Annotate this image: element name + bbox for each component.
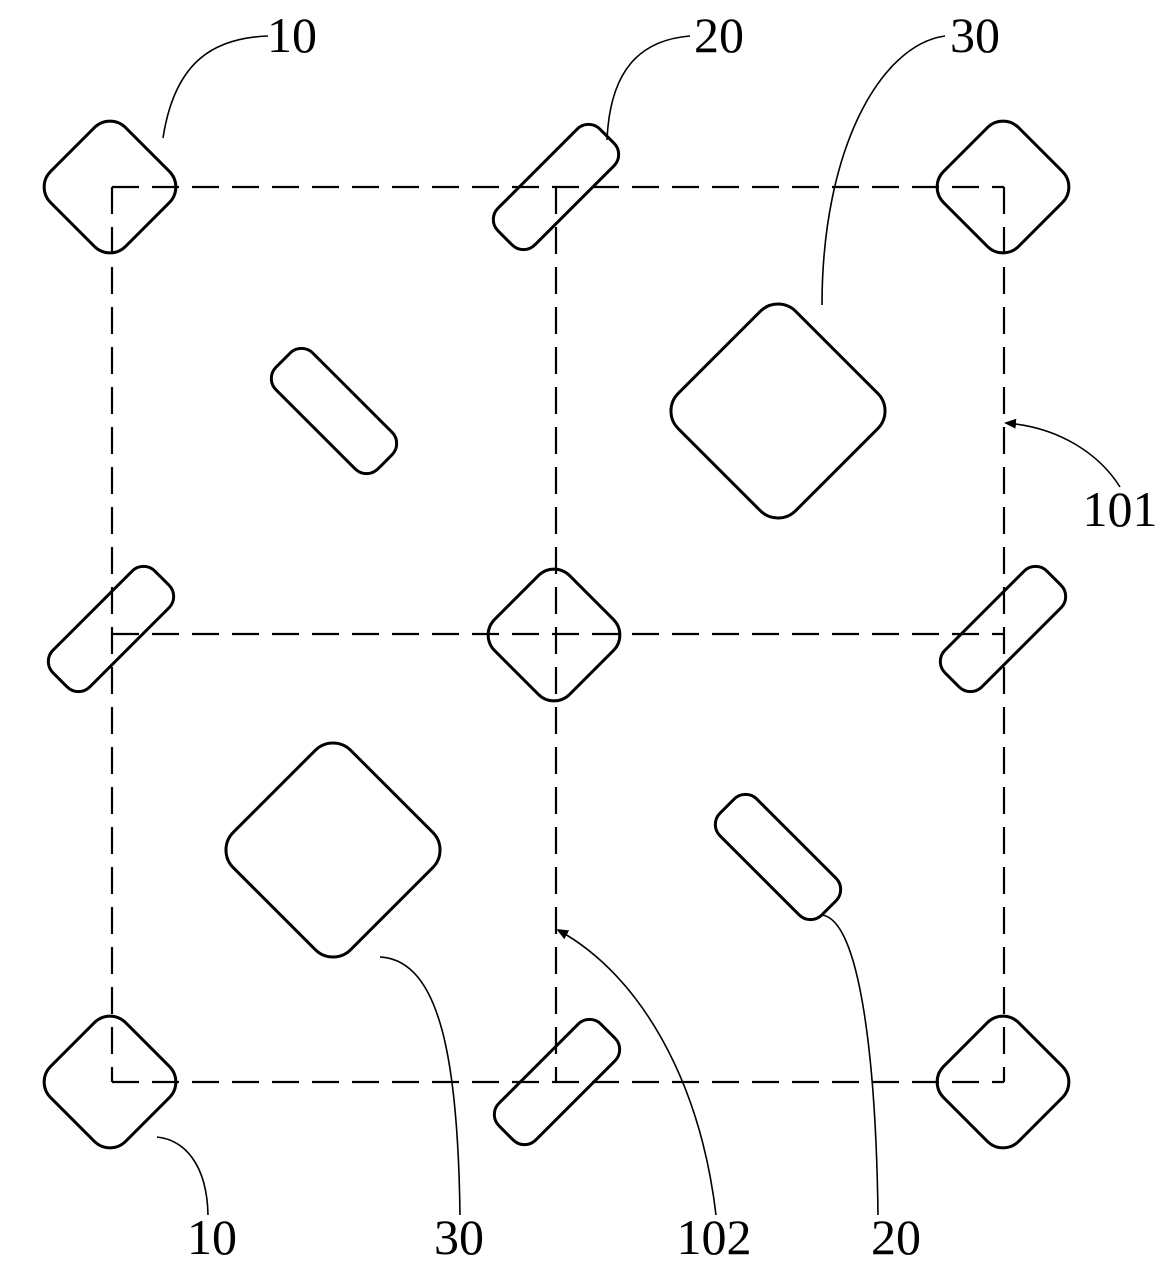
diamond-10-bottom-right bbox=[935, 1014, 1071, 1150]
leader-top-20 bbox=[606, 35, 691, 141]
label-10-bottom-left: 10 bbox=[187, 1209, 237, 1265]
label-20-top: 20 bbox=[694, 7, 744, 63]
leader-top-left-10 bbox=[162, 35, 269, 139]
label-10-top-left: 10 bbox=[267, 7, 317, 63]
leader-top-30 bbox=[821, 35, 946, 306]
leader-lines bbox=[156, 35, 1121, 1216]
diamond-10-bottom-left bbox=[42, 1014, 178, 1150]
dashed-grid bbox=[110, 185, 1006, 1084]
diamond-10-top-left bbox=[42, 119, 178, 255]
diamond-30-lower-left bbox=[224, 741, 442, 959]
diamond-shapes-30 bbox=[224, 302, 887, 959]
leader-bottom-20 bbox=[821, 914, 879, 1216]
reference-labels: 10 20 30 101 10 30 102 20 bbox=[187, 7, 1158, 1265]
label-20-bottom: 20 bbox=[871, 1209, 921, 1265]
rectangle-20-middle-left bbox=[46, 564, 176, 694]
diamond-10-center bbox=[486, 567, 622, 703]
leader-bottom-102 bbox=[556, 929, 717, 1216]
rectangle-20-middle-right bbox=[938, 564, 1068, 694]
leader-bottom-30 bbox=[379, 956, 461, 1216]
label-101-right: 101 bbox=[1083, 481, 1158, 537]
label-30-bottom: 30 bbox=[434, 1209, 484, 1265]
label-30-top: 30 bbox=[950, 7, 1000, 63]
label-102-bottom: 102 bbox=[677, 1209, 752, 1265]
leader-right-101 bbox=[1004, 418, 1121, 488]
diamond-10-top-right bbox=[935, 119, 1071, 255]
rectangle-20-lower-right bbox=[713, 792, 843, 922]
diamond-30-upper-right bbox=[669, 302, 887, 520]
rectangle-20-bottom-middle bbox=[492, 1017, 622, 1147]
rectangle-20-upper-left bbox=[269, 346, 399, 476]
leader-bottom-left-10 bbox=[156, 1136, 209, 1216]
diamond-shapes-10 bbox=[42, 119, 1071, 1150]
